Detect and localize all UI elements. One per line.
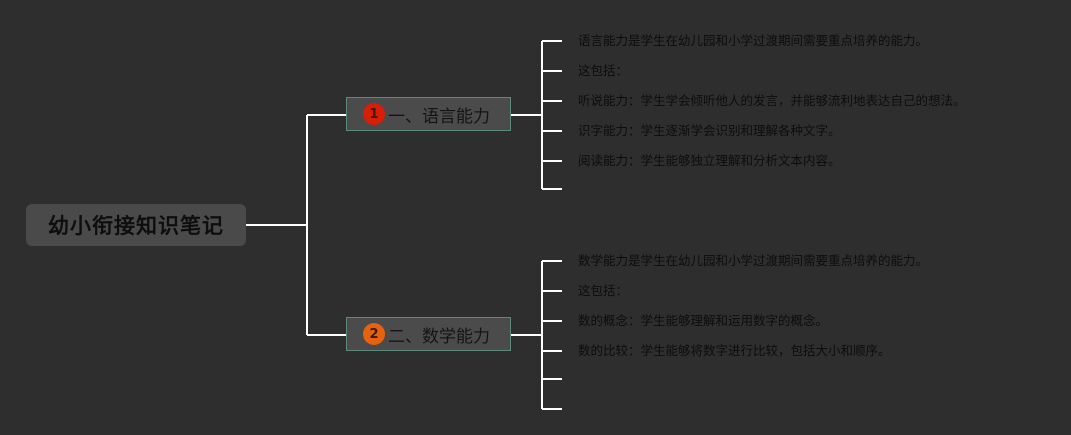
- leaf-language-4[interactable]: 识字能力：学生逐渐学会识别和理解各种文字。: [578, 123, 841, 138]
- leaf-language-2[interactable]: 这包括：: [578, 63, 629, 78]
- priority-1-badge-icon: 1: [363, 103, 385, 125]
- leaf-language-3[interactable]: 听说能力：学生学会倾听他人的发言，并能够流利地表达自己的想法。: [578, 93, 966, 108]
- leaf-math-4[interactable]: 数的比较：学生能够将数字进行比较，包括大小和顺序。: [578, 343, 891, 358]
- priority-2-badge-icon: 2: [363, 323, 385, 345]
- root-node[interactable]: 幼小衔接知识笔记: [26, 204, 246, 246]
- leaf-language-1[interactable]: 语言能力是学生在幼儿园和小学过渡期间需要重点培养的能力。: [578, 33, 929, 48]
- branch-node-language[interactable]: 1 一、语言能力: [346, 97, 511, 131]
- leaf-math-1[interactable]: 数学能力是学生在幼儿园和小学过渡期间需要重点培养的能力。: [578, 253, 929, 268]
- leaf-language-5[interactable]: 阅读能力：学生能够独立理解和分析文本内容。: [578, 153, 841, 168]
- branch-label-math: 二、数学能力: [388, 326, 490, 347]
- branch-label-language: 一、语言能力: [388, 106, 490, 127]
- leaf-math-3[interactable]: 数的概念：学生能够理解和运用数字的概念。: [578, 313, 829, 328]
- leaf-math-2[interactable]: 这包括：: [578, 283, 629, 298]
- branch-node-math[interactable]: 2 二、数学能力: [346, 317, 511, 351]
